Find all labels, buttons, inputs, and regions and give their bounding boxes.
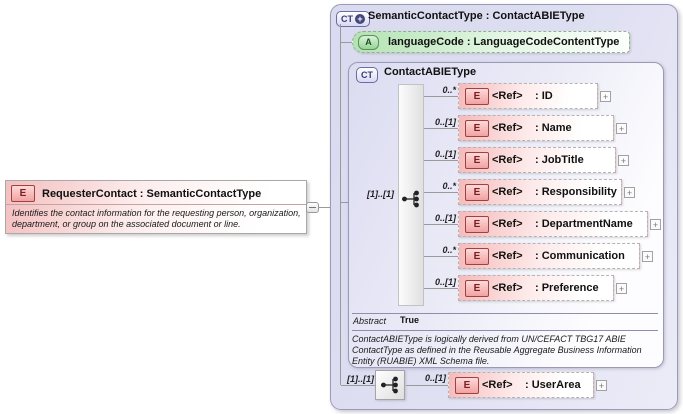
element-icon: E <box>465 152 489 169</box>
sequence-icon[interactable] <box>401 189 422 214</box>
ref-label: <Ref> <box>482 379 513 391</box>
expand-icon[interactable]: + <box>650 219 661 230</box>
cardinality-jobtitle: 0..[1] <box>434 149 456 159</box>
element-name: : ID <box>535 90 553 102</box>
abstract-value: True <box>400 315 420 325</box>
element-name: : Name <box>535 122 572 134</box>
expand-icon[interactable]: + <box>616 283 627 294</box>
collapse-toggle-icon[interactable] <box>306 202 319 213</box>
branch-line <box>424 96 458 97</box>
ref-label: <Ref> <box>492 122 523 134</box>
requester-contact-element[interactable]: E RequesterContact : SemanticContactType… <box>5 180 307 234</box>
requester-contact-title: RequesterContact : SemanticContactType <box>42 187 262 200</box>
branch-line <box>424 224 458 225</box>
attribute-branch-line <box>341 42 352 43</box>
element-name: : Preference <box>535 282 599 294</box>
cardinality-communication: 0..* <box>442 245 456 255</box>
expand-icon[interactable]: + <box>616 123 627 134</box>
ref-label: <Ref> <box>492 154 523 166</box>
element-icon: E <box>465 280 489 297</box>
expand-icon[interactable]: + <box>642 251 653 262</box>
element-name: : JobTitle <box>535 154 584 166</box>
sequence-bar <box>398 84 424 306</box>
cardinality-responsibility: 0..* <box>442 181 456 191</box>
element-icon: E <box>11 185 35 202</box>
requester-contact-annotation: Identifies the contact information for t… <box>12 208 301 229</box>
language-code-attribute[interactable]: A languageCode : LanguageCodeContentType <box>352 31 630 53</box>
expand-icon[interactable]: + <box>596 380 607 391</box>
element-responsibility[interactable]: E <Ref> : Responsibility + <box>458 179 635 205</box>
branch-line <box>406 385 448 386</box>
element-userarea[interactable]: E <Ref> : UserArea + <box>448 372 607 398</box>
abstract-label: Abstract <box>353 316 387 326</box>
cardinality-id: 0..* <box>442 85 456 95</box>
complex-type-icon: CT <box>356 65 378 83</box>
element-icon: E <box>465 120 489 137</box>
element-name-row[interactable]: E <Ref> : Name + <box>458 115 627 141</box>
branch-line <box>424 160 458 161</box>
ref-label: <Ref> <box>492 186 523 198</box>
plus-icon: + <box>355 14 365 24</box>
attribute-icon: A <box>358 34 379 50</box>
element-icon: E <box>465 184 489 201</box>
expand-icon[interactable]: + <box>624 187 635 198</box>
sequence-cardinality: [1]..[1] <box>367 189 394 199</box>
facet-divider <box>352 313 658 314</box>
facet-divider <box>352 330 658 331</box>
attribute-label: languageCode : LanguageCodeContentType <box>388 36 620 48</box>
branch-line <box>424 256 458 257</box>
element-id[interactable]: E <Ref> : ID + <box>458 83 611 109</box>
connector-line <box>319 207 330 208</box>
divider <box>6 204 306 205</box>
element-icon: E <box>455 377 479 394</box>
tree-trunk-line <box>340 24 341 385</box>
element-preference[interactable]: E <Ref> : Preference + <box>458 275 627 301</box>
userarea-branch-line <box>341 385 375 386</box>
expand-icon[interactable]: + <box>618 155 629 166</box>
cardinality-preference: 0..[1] <box>434 277 456 287</box>
ref-label: <Ref> <box>492 218 523 230</box>
element-departmentname[interactable]: E <Ref> : DepartmentName + <box>458 211 661 237</box>
branch-line <box>424 192 458 193</box>
cardinality-departmentname: 0..[1] <box>434 213 456 223</box>
userarea-sequence-cardinality: [1]..[1] <box>347 374 374 384</box>
element-name: : Responsibility <box>535 186 617 198</box>
branch-line <box>424 128 458 129</box>
branch-line <box>424 288 458 289</box>
sequence-icon[interactable] <box>375 370 405 400</box>
element-name: : DepartmentName <box>535 218 633 230</box>
type-description: ContactABIEType is logically derived fro… <box>352 334 642 366</box>
cardinality-userarea: 0..[1] <box>424 373 446 383</box>
element-name: : Communication <box>535 250 625 262</box>
ref-label: <Ref> <box>492 90 523 102</box>
element-icon: E <box>465 248 489 265</box>
element-icon: E <box>465 88 489 105</box>
element-communication[interactable]: E <Ref> : Communication + <box>458 243 653 269</box>
root-title: SemanticContactType : ContactABIEType <box>368 10 585 22</box>
element-name: : UserArea <box>525 379 581 391</box>
complex-type-plus-icon: CT+ <box>336 9 370 27</box>
ref-label: <Ref> <box>492 282 523 294</box>
element-icon: E <box>465 216 489 233</box>
ref-label: <Ref> <box>492 250 523 262</box>
cardinality-name: 0..[1] <box>434 117 456 127</box>
element-jobtitle[interactable]: E <Ref> : JobTitle + <box>458 147 629 173</box>
expand-icon[interactable]: + <box>600 91 611 102</box>
contact-abie-type-title: ContactABIEType <box>384 66 477 78</box>
